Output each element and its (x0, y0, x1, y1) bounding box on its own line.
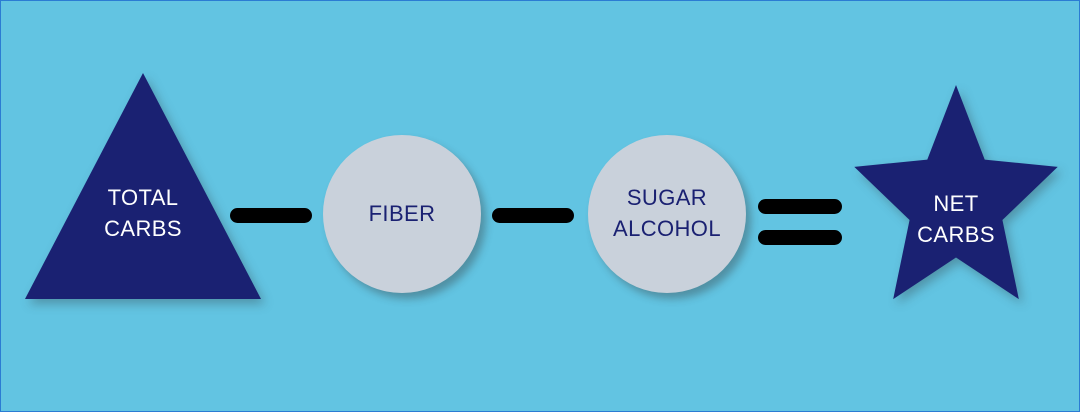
fiber-circle: FIBER (323, 135, 481, 293)
net-carbs-star (844, 85, 1068, 333)
net-carbs-label: NET CARBS (844, 189, 1068, 251)
minus-icon (230, 208, 312, 223)
sugar-alcohol-label-line1: SUGAR (626, 185, 708, 211)
minus-icon (492, 208, 574, 223)
fiber-label: FIBER (368, 200, 436, 226)
sugar-alcohol-label-line2: ALCOHOL (613, 216, 721, 241)
triangle-shape-icon (25, 73, 261, 299)
net-carbs-label-line1: NET (933, 191, 979, 216)
total-carbs-triangle (25, 73, 261, 299)
equals-icon (758, 199, 842, 247)
total-carbs-label-line1: TOTAL (107, 185, 179, 210)
equals-bottom-bar (758, 230, 842, 245)
sugar-alcohol-label: SUGAR ALCOHOL (613, 183, 721, 245)
net-carbs-label-line2: CARBS (917, 221, 995, 247)
sugar-alcohol-circle: SUGAR ALCOHOL (588, 135, 746, 293)
star-shape-icon (854, 85, 1058, 300)
equals-top-bar (758, 199, 842, 214)
total-carbs-label-line2: CARBS (104, 215, 182, 241)
total-carbs-label: TOTAL CARBS (25, 183, 261, 245)
